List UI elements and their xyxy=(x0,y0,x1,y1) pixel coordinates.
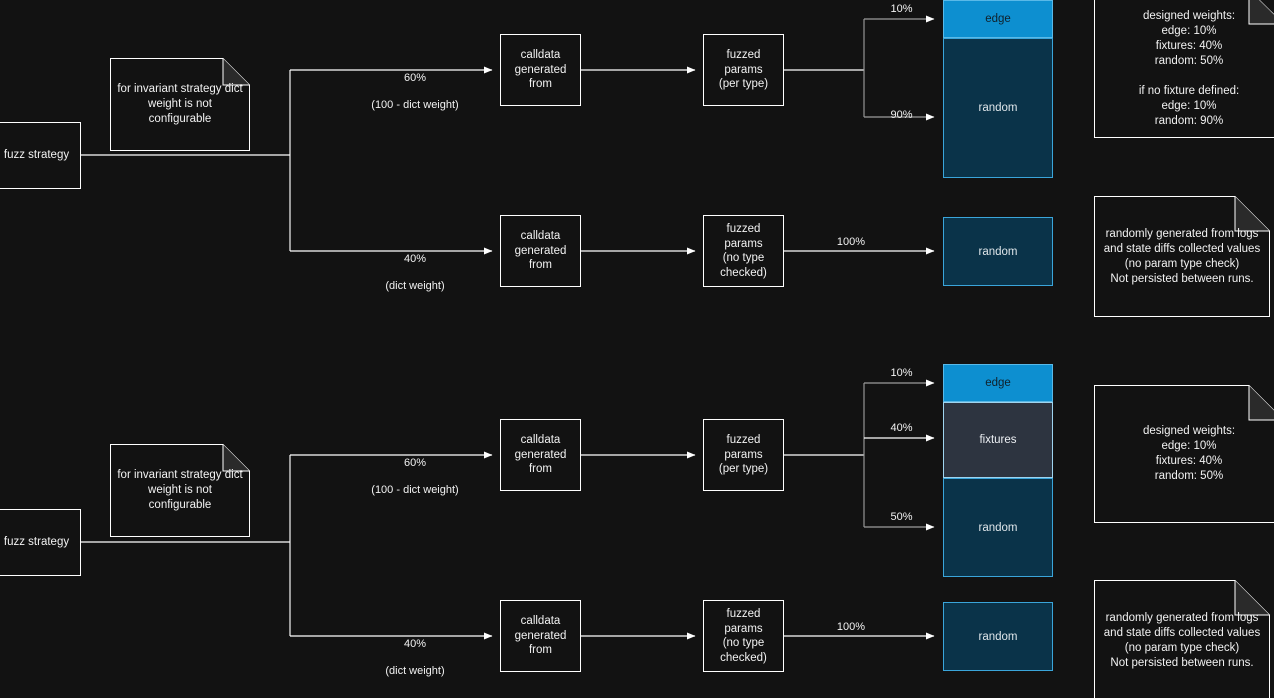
edge-label-60-bottom: 60% (100 - dict weight) xyxy=(330,443,500,497)
note-random-generated-top: randomly generated from logs and state d… xyxy=(1094,196,1270,317)
note-text: for invariant strategy dict weight is no… xyxy=(117,83,243,125)
bar-segment-edge-top[interactable]: edge xyxy=(943,0,1053,38)
node-fuzzed-params-no-type-bottom[interactable]: fuzzed params (no type checked) xyxy=(703,600,784,672)
edge-label-detail: (dict weight) xyxy=(385,279,445,292)
edge-label-10-top: 10% xyxy=(890,3,913,15)
edge-label-100-bottom: 100% xyxy=(836,621,866,633)
node-fuzz-strategy-top[interactable]: fuzz strategy xyxy=(0,122,81,189)
note-invariant-dict-weight-bottom: for invariant strategy dict weight is no… xyxy=(110,444,250,537)
note-text: designed weights: edge: 10% fixtures: 40… xyxy=(1138,10,1240,127)
bar-segment-fixtures-bottom[interactable]: fixtures xyxy=(943,402,1053,478)
note-random-generated-bottom: randomly generated from logs and state d… xyxy=(1094,580,1270,698)
edge-label-percent: 40% xyxy=(403,637,427,650)
edge-label-40-split-bottom: 40% xyxy=(890,422,913,434)
edge-label-40-top: 40% (dict weight) xyxy=(330,239,500,293)
node-calldata-lower-bottom[interactable]: calldata generated from xyxy=(500,600,581,672)
node-calldata-lower-top[interactable]: calldata generated from xyxy=(500,215,581,287)
edge-label-percent: 40% xyxy=(403,252,427,265)
edge-label-40-bottom: 40% (dict weight) xyxy=(330,624,500,678)
node-fuzzed-params-per-type-bottom[interactable]: fuzzed params (per type) xyxy=(703,419,784,491)
edge-label-50-bottom: 50% xyxy=(890,511,913,523)
note-text: for invariant strategy dict weight is no… xyxy=(117,469,243,511)
edge-label-90-top: 90% xyxy=(890,109,913,121)
edge-label-percent: 60% xyxy=(403,71,427,84)
node-fuzzed-params-per-type-top[interactable]: fuzzed params (per type) xyxy=(703,34,784,106)
note-text: designed weights: edge: 10% fixtures: 40… xyxy=(1142,425,1236,482)
note-text: randomly generated from logs and state d… xyxy=(1103,611,1261,669)
edge-label-detail: (100 - dict weight) xyxy=(371,98,459,111)
edge-label-60-top: 60% (100 - dict weight) xyxy=(330,58,500,112)
bar-segment-random-top[interactable]: random xyxy=(943,38,1053,178)
node-fuzz-strategy-bottom[interactable]: fuzz strategy xyxy=(0,509,81,576)
note-invariant-dict-weight-top: for invariant strategy dict weight is no… xyxy=(110,58,250,151)
edge-label-100-top: 100% xyxy=(836,236,866,248)
bar-single-random-top[interactable]: random xyxy=(943,217,1053,286)
bar-segment-random-bottom[interactable]: random xyxy=(943,478,1053,577)
bar-segment-edge-bottom[interactable]: edge xyxy=(943,364,1053,402)
bar-single-random-bottom[interactable]: random xyxy=(943,602,1053,671)
edge-label-percent: 60% xyxy=(403,456,427,469)
note-text: randomly generated from logs and state d… xyxy=(1103,227,1261,285)
node-calldata-upper-top[interactable]: calldata generated from xyxy=(500,34,581,106)
edge-label-detail: (100 - dict weight) xyxy=(371,483,459,496)
note-designed-weights-top: designed weights: edge: 10% fixtures: 40… xyxy=(1094,0,1274,138)
edge-label-detail: (dict weight) xyxy=(385,664,445,677)
node-calldata-upper-bottom[interactable]: calldata generated from xyxy=(500,419,581,491)
node-fuzzed-params-no-type-top[interactable]: fuzzed params (no type checked) xyxy=(703,215,784,287)
note-designed-weights-bottom: designed weights: edge: 10% fixtures: 40… xyxy=(1094,385,1274,523)
edge-label-10-bottom: 10% xyxy=(890,367,913,379)
